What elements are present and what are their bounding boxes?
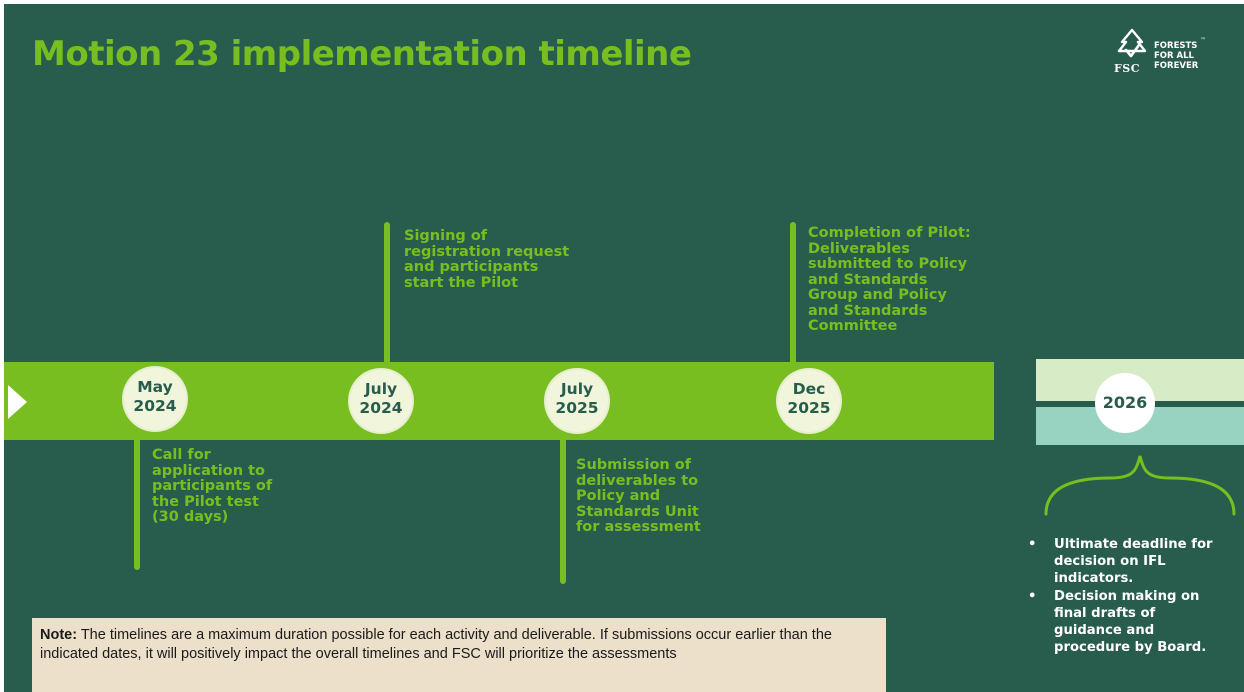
milestone-3-line: deliverables to (576, 472, 699, 489)
milestone-1-line: the Pilot test (152, 493, 259, 510)
milestone-4-connector (790, 222, 796, 372)
milestone-4-line: Deliverables (808, 240, 910, 257)
milestone-4-line: Group and Policy (808, 287, 947, 303)
milestone-3-line: Policy and (576, 488, 661, 504)
milestone-4-line: and Standards (808, 271, 928, 288)
milestone-2-line: registration request (404, 243, 570, 260)
final-bullet-line: indicators. (1054, 571, 1134, 587)
timeline-start-arrow (8, 385, 27, 419)
final-bullet: Ultimate deadline for decision on IFL in… (1026, 536, 1244, 588)
milestone-3-description: Submission of deliverables to Policy and… (576, 457, 701, 536)
final-bullet-line: guidance and (1054, 623, 1155, 639)
milestone-2-line: start the Pilot (404, 274, 519, 291)
milestone-3-line: Submission of (576, 457, 692, 473)
final-bullet-line: Ultimate deadline for (1054, 537, 1213, 552)
logo-trademark: ™ (1200, 37, 1206, 44)
final-year: 2026 (1095, 373, 1155, 433)
milestone-1-line: Call for (152, 447, 211, 463)
milestone-2-month: July (364, 380, 398, 398)
milestone-2-connector (384, 222, 390, 372)
milestone-3-date: July 2025 (546, 370, 608, 432)
milestone-4-date: Dec 2025 (778, 370, 840, 432)
milestone-2-year: 2024 (359, 399, 403, 417)
milestone-1-month: May (137, 378, 173, 396)
milestone-1-line: (30 days) (152, 509, 229, 525)
logo-tagline-2: FOR ALL (1154, 51, 1194, 61)
final-bullet-line: decision on IFL (1054, 554, 1166, 570)
milestone-4-month: Dec (792, 380, 826, 398)
milestone-4-line: Completion of Pilot: (808, 225, 971, 241)
milestone-4-line: submitted to Policy (808, 256, 968, 272)
milestone-1-line: participants of (152, 478, 273, 494)
milestone-1-line: application to (152, 462, 265, 479)
milestone-4-description: Completion of Pilot: Deliverables submit… (808, 225, 971, 335)
milestone-1-connector (134, 432, 140, 570)
page-title: Motion 23 implementation timeline (32, 34, 692, 74)
fsc-logo: FSC FORESTS ™ FOR ALL FOREVER (1108, 26, 1218, 84)
milestone-4-line: and Standards (808, 302, 928, 319)
final-bullet: Decision making on final drafts of guida… (1026, 588, 1244, 657)
logo-tagline-1: FORESTS (1154, 41, 1198, 51)
tree-checkmark-icon (1117, 28, 1147, 58)
logo-mark: FSC (1114, 62, 1141, 75)
curly-brace-icon (1044, 455, 1236, 516)
final-bullet-line: procedure by Board. (1054, 640, 1207, 656)
milestone-3-line: Standards Unit (576, 503, 699, 520)
milestone-1-year: 2024 (133, 397, 177, 415)
note-body: The timelines are a maximum duration pos… (40, 627, 832, 662)
milestone-2-date: July 2024 (350, 370, 412, 432)
final-bullet-line: final drafts of (1054, 605, 1156, 621)
milestone-1-date: May 2024 (124, 368, 186, 430)
milestone-1-description: Call for application to participants of … (152, 447, 273, 526)
milestone-3-connector (560, 432, 566, 584)
final-bullet-line: Decision making on (1054, 588, 1200, 604)
milestone-3-line: for assessment (576, 519, 701, 535)
milestone-2-line: and participants (404, 259, 539, 275)
milestone-3-year: 2025 (555, 399, 599, 417)
slide: Motion 23 implementation timeline FSC FO… (4, 4, 1244, 692)
logo-tagline-3: FOREVER (1154, 61, 1199, 71)
note-text: Note: The timelines are a maximum durati… (32, 618, 886, 664)
milestone-3-month: July (560, 380, 594, 398)
milestone-4-year: 2025 (787, 399, 831, 417)
final-bullet-list: Ultimate deadline for decision on IFL in… (1026, 536, 1244, 656)
milestone-2-line: Signing of (404, 228, 488, 244)
note-box: Note: The timelines are a maximum durati… (32, 618, 886, 692)
milestone-4-line: Committee (808, 318, 898, 334)
milestone-2-description: Signing of registration request and part… (404, 228, 570, 291)
note-label: Note: (40, 627, 78, 643)
